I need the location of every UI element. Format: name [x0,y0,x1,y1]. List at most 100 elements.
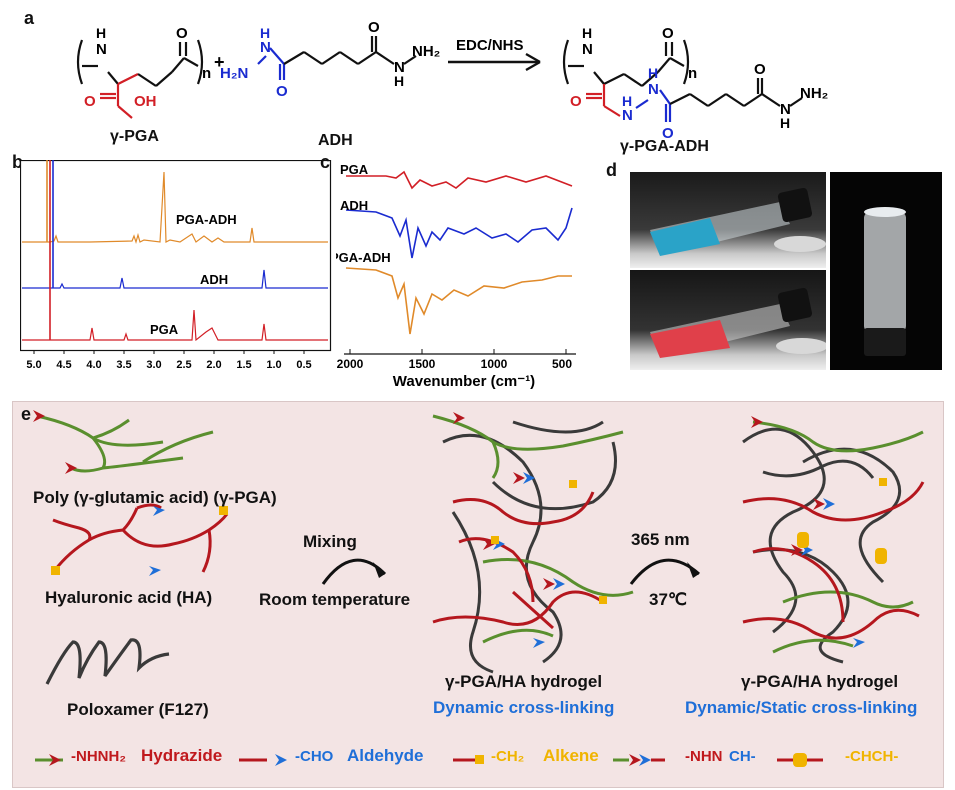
label-gamma-pga: γ-PGA [110,128,159,145]
panel-a-letter: a [24,8,35,28]
legend-icons [35,753,823,767]
nmr-label-adh: ADH [200,272,228,287]
label-gamma-pga-adh: γ-PGA-ADH [620,138,709,155]
nmr-xaxis [33,350,305,354]
panel-a-scheme: H N O O OH n + H N H₂N O O N H NH₂ EDC/N… [76,19,828,142]
mixing-arrow-icon [321,558,387,585]
nmr-plot: 5.0 4.5 4.0 3.5 3.0 2.5 2.0 1.5 1.0 0.5 … [20,160,332,371]
uv-wavelength-label: 365 nm [631,530,690,549]
subscript-n: n [202,65,211,82]
hydrogel-dual-subtitle: Dynamic/Static cross-linking [685,698,918,717]
label-adh: ADH [318,132,353,149]
panel-c-letter: c [320,152,331,172]
legend-alkene-formula: -CH₂ [491,748,525,765]
atom-o: O [662,125,674,142]
alkene-icon [569,480,577,488]
hydrazide-chevron-icon [751,416,763,428]
atom-h: H [394,73,404,89]
legend-hydrazone-b: CH- [729,748,756,765]
nmr-pga-trace [22,309,328,342]
atom-n: N [260,39,271,56]
hydrazone-chevron-icon [523,472,535,484]
schematic-drawing [33,410,925,767]
nmr-label-pga-adh: PGA-ADH [176,212,237,227]
atom-o: O [662,25,674,42]
atom-n: N [622,107,633,124]
nmr-tick: 4.5 [56,359,71,371]
ftir-label-pga-adh: PGA-ADH [336,250,391,265]
temperature-label: 37℃ [649,590,688,609]
hydrazone-chevron-icon [791,544,803,556]
nmr-label-pga: PGA [150,322,179,337]
nmr-tick: 3.0 [146,359,161,371]
alkene-icon [219,506,228,515]
ha-label: Hyaluronic acid (HA) [45,588,213,607]
nmr-adh-trace [22,269,328,289]
pga-adh-structure [562,39,803,122]
alkene-icon [51,566,60,575]
hydrazide-chevron-icon [65,462,77,474]
atom-h2n: H₂N [220,65,248,82]
pga-polymer-drawing [36,414,214,473]
atom-h: H [648,65,658,81]
atom-o: O [84,93,96,110]
alkene-icon [491,536,499,544]
photo-blue-vial [630,172,826,268]
panel-b-letter: b [12,152,23,172]
f127-polymer-drawing [45,638,170,685]
legend-hydrazone-a: -NHN [685,748,723,765]
alkene-icon [599,596,607,604]
atom-h: H [780,115,790,131]
atom-h: H [260,25,270,41]
aldehyde-chevron-icon [149,566,161,576]
legend-hydrazide-formula: -NHNH₂ [71,748,126,765]
atom-n: N [780,101,791,118]
hydrazone-chevron-icon [823,498,835,510]
mixing-label: Mixing [303,532,357,551]
hydrogel-dynamic-title: γ-PGA/HA hydrogel [445,672,603,691]
ftir-tick: 500 [552,357,572,371]
atom-o: O [176,25,188,42]
legend-chch: -CHCH- [845,748,899,765]
hydrazide-chevron-icon [33,410,45,422]
panel-e-letter: e [21,404,32,424]
atom-h: H [622,93,632,109]
subscript-n: n [688,65,697,82]
adh-structure [257,36,417,80]
atom-nh2: NH₂ [412,43,440,60]
ftir-xlabel: Wavenumber (cm⁻¹) [393,373,535,390]
hydrogel-dual-drawing [742,420,925,664]
aldehyde-chevron-icon [153,506,165,516]
aldehyde-chevron-icon [533,638,545,648]
legend-hydrazide-name: Hydrazide [141,746,223,765]
nmr-tick: 5.0 [26,359,41,371]
ftir-label-adh: ADH [340,198,368,213]
atom-n: N [394,59,405,76]
hydrazone-chevron-icon [483,538,495,550]
ftir-adh-trace [345,207,573,259]
atom-n: N [582,41,593,58]
atom-o: O [368,19,380,36]
legend-alkene-name: Alkene [543,746,599,765]
f127-label: Poloxamer (F127) [67,700,209,719]
atom-n: N [96,41,107,58]
pga-label: Poly (γ-glutamic acid) (γ-PGA) [33,488,277,507]
ftir-label-pga: PGA [340,162,369,177]
photo-red-vial [630,270,826,370]
legend-aldehyde-formula: -CHO [295,748,334,765]
panel-d-letter: d [606,160,617,180]
hydrazone-chevron-icon [543,578,555,590]
nmr-pga-adh-trace [22,171,328,245]
nmr-tick: 1.5 [236,359,251,371]
nmr-tick: 3.5 [116,359,131,371]
atom-o: O [570,93,582,110]
ha-polymer-drawing [52,503,229,573]
ftir-plot: 2000 1500 1000 500 Wavenumber (cm⁻¹) PGA… [336,162,576,390]
hydrogel-dual-title: γ-PGA/HA hydrogel [741,672,899,691]
atom-o: O [276,83,288,100]
hydrogel-dynamic-drawing [432,414,634,674]
hydrazide-chevron-icon [453,412,465,424]
atom-o: O [754,61,766,78]
hydrazone-chevron-icon [513,472,525,484]
ftir-pga-trace [346,170,573,190]
